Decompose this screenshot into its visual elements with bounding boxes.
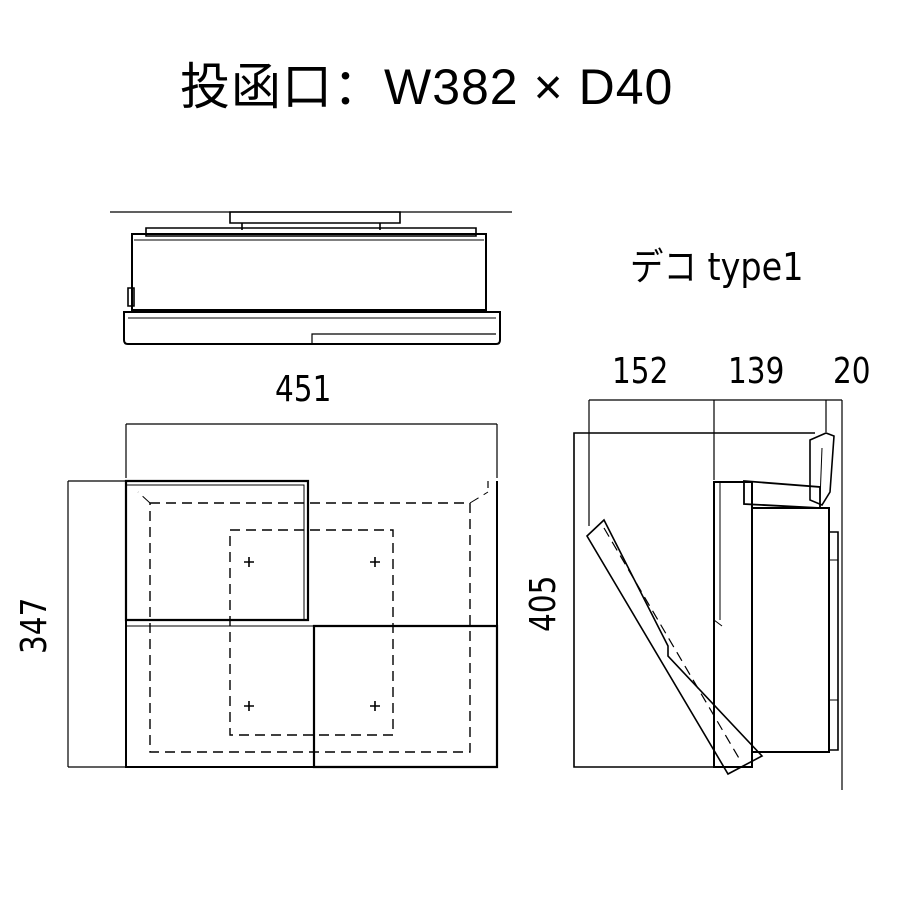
- deco-panel-bottom-right: [314, 626, 497, 767]
- top-view-slot-bracket: [230, 212, 400, 223]
- screw-marks: [244, 557, 380, 711]
- deco-panel-top-left-inner: [126, 485, 304, 620]
- flap-hidden-line: [604, 528, 740, 760]
- base-plate-step: [312, 334, 496, 344]
- top-view-body: [132, 234, 486, 310]
- hidden-corner-line: [138, 492, 150, 503]
- side-view-bracket: [810, 433, 834, 505]
- side-view-envelope: [574, 433, 815, 767]
- hidden-outline-mount-plate: [230, 530, 393, 735]
- dimension-width-label: 451: [275, 369, 332, 410]
- screw-mark-icon: [370, 701, 380, 711]
- side-view-back-plate: [829, 532, 838, 750]
- top-view-hinge: [128, 288, 134, 306]
- hidden-corner-line: [470, 492, 488, 503]
- dimension-side-depth-1-label: 152: [612, 351, 669, 392]
- screw-mark-icon: [244, 701, 254, 711]
- side-view-open-flap: [587, 520, 762, 774]
- top-view-base-plate: [124, 312, 500, 344]
- screw-mark-icon: [244, 557, 254, 567]
- bracket-inner-line: [820, 448, 822, 500]
- slot-size-title: 投函口：W382 × D40: [180, 59, 674, 115]
- screw-mark-icon: [370, 557, 380, 567]
- top-view: [110, 212, 512, 344]
- front-view: [68, 424, 497, 767]
- side-view: [574, 400, 842, 790]
- hidden-outline-body: [150, 503, 470, 752]
- model-label: デコ type1: [630, 245, 804, 289]
- side-view-top-lid: [744, 481, 820, 508]
- deco-panel-top-left: [126, 481, 308, 620]
- front-view-body: [126, 481, 497, 767]
- dimension-side-depth-3-label: 20: [833, 351, 871, 392]
- dimension-side-depth-2-label: 139: [728, 351, 785, 392]
- top-view-lid-edge: [146, 228, 476, 236]
- front-panel-joint: [714, 620, 722, 626]
- panel-divider: [126, 620, 314, 626]
- side-view-box-body: [752, 508, 829, 752]
